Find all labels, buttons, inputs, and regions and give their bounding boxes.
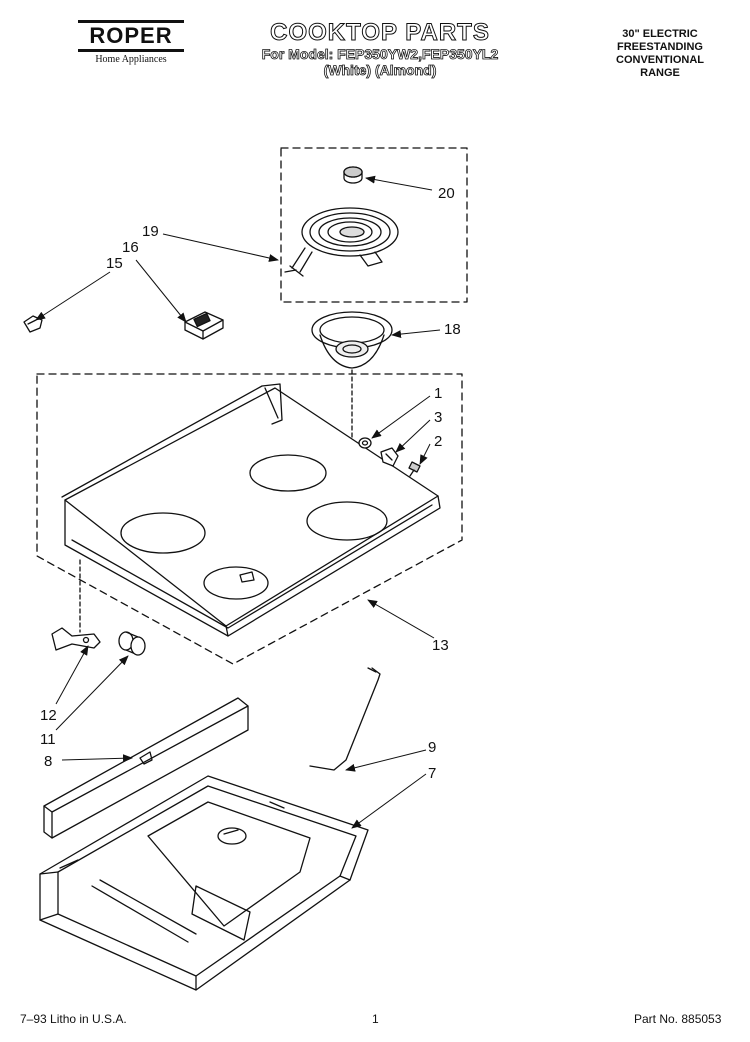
leader-16	[135, 259, 187, 323]
spec-line-4: RANGE	[640, 67, 680, 79]
leader-7	[351, 773, 427, 829]
brand-tagline: Home Appliances	[95, 54, 167, 65]
callout-16: 16	[122, 239, 139, 256]
spec-line-2: FREESTANDING	[617, 41, 703, 53]
callout-1: 1	[434, 385, 442, 402]
leader-20	[365, 175, 433, 191]
model-line: For Model: FEP350YW2,FEP350YL2	[261, 46, 499, 63]
element-group-box	[280, 147, 468, 303]
color-line: (White) (Almond)	[323, 62, 437, 79]
spacer-part	[118, 631, 146, 656]
callout-9: 9	[428, 739, 436, 756]
leader-3	[395, 419, 431, 453]
callout-20: 20	[438, 185, 455, 202]
terminal-block-part	[184, 311, 224, 340]
leader-13	[367, 599, 435, 639]
support-rod-part	[309, 667, 381, 771]
leader-8	[61, 754, 133, 763]
spec-block: 30" ELECTRIC FREESTANDING CONVENTIONAL R…	[600, 28, 720, 80]
callout-11: 11	[40, 731, 56, 748]
part-number: Part No. 885053	[634, 1012, 722, 1026]
hinge-part	[51, 627, 101, 651]
callout-3: 3	[434, 409, 442, 426]
page-title: COOKTOP PARTS	[270, 19, 490, 46]
callout-12: 12	[40, 707, 57, 724]
leader-9	[345, 749, 427, 772]
callout-15: 15	[106, 255, 123, 272]
burner-box-part	[39, 775, 369, 991]
callout-8: 8	[44, 753, 52, 770]
callout-18: 18	[444, 321, 461, 338]
page-number: 1	[372, 1012, 379, 1026]
rear-panel-part	[43, 697, 249, 839]
leader-19	[162, 233, 279, 262]
element-cap-part	[343, 166, 363, 184]
callout-19: 19	[142, 223, 159, 240]
leader-15	[35, 271, 111, 321]
litho-note: 7–93 Litho in U.S.A.	[20, 1012, 127, 1026]
callout-2: 2	[434, 433, 442, 450]
nut-part	[358, 437, 372, 449]
bracket-part	[380, 447, 399, 467]
leader-1	[371, 395, 431, 439]
spec-line-3: CONVENTIONAL	[616, 54, 704, 66]
surface-element-part	[284, 207, 399, 277]
leader-11	[55, 655, 129, 731]
callout-7: 7	[428, 765, 436, 782]
leader-12	[55, 645, 89, 705]
screw-part	[408, 461, 421, 477]
spec-line-1: 30" ELECTRIC	[622, 28, 698, 40]
brand-name: ROPER	[89, 23, 173, 48]
cooktop-assembly-box	[36, 373, 463, 665]
exploded-parts-diagram: 20 19 16 15 18 1 3 2 13 12 11 8 9 7	[23, 147, 468, 991]
cooktop-part	[61, 383, 441, 637]
callout-13: 13	[432, 637, 449, 654]
brand-logo: ROPER	[78, 20, 184, 52]
leader-2	[419, 443, 431, 465]
drip-bowl-part	[311, 311, 393, 369]
title-block: COOKTOP PARTS For Model: FEP350YW2,FEP35…	[250, 19, 510, 79]
leader-18	[391, 329, 441, 339]
